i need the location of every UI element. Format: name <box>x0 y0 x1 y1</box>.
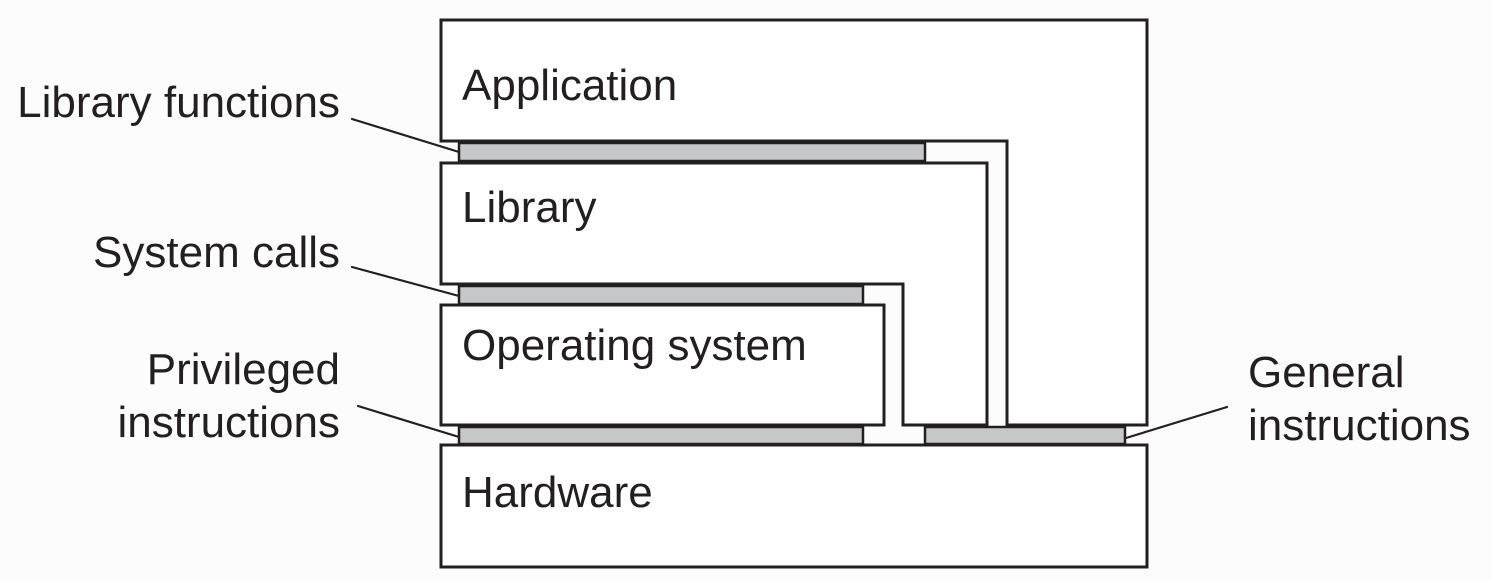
hardware-label: Hardware <box>462 468 653 517</box>
system-calls-callout-label: System calls <box>93 228 340 277</box>
hardware-box-outline <box>439 443 1149 569</box>
library-functions-pointer-line <box>350 117 461 154</box>
privileged-instructions-callout-label-line1: Privileged <box>147 345 340 394</box>
library-label: Library <box>462 183 597 232</box>
general-instructions-callout-label-line2: instructions <box>1248 401 1471 450</box>
general-instructions-callout-label-line1: General <box>1248 348 1405 397</box>
general-instructions-bar <box>923 425 1127 446</box>
library-functions-callout-label: Library functions <box>17 78 340 127</box>
operating-system-label: Operating system <box>462 321 807 370</box>
system-calls-bar <box>457 284 865 306</box>
general-instructions-pointer-line <box>1124 405 1229 440</box>
privileged-instructions-pointer-line <box>356 404 461 439</box>
privileged-instructions-callout-label-line2: instructions <box>117 398 340 447</box>
system-calls-pointer-line <box>350 265 461 298</box>
library-functions-bar <box>457 141 927 163</box>
application-box-outline <box>439 18 1149 427</box>
library-box-outline <box>439 161 989 427</box>
privileged-instructions-bar <box>457 425 865 446</box>
application-label: Application <box>462 61 677 110</box>
